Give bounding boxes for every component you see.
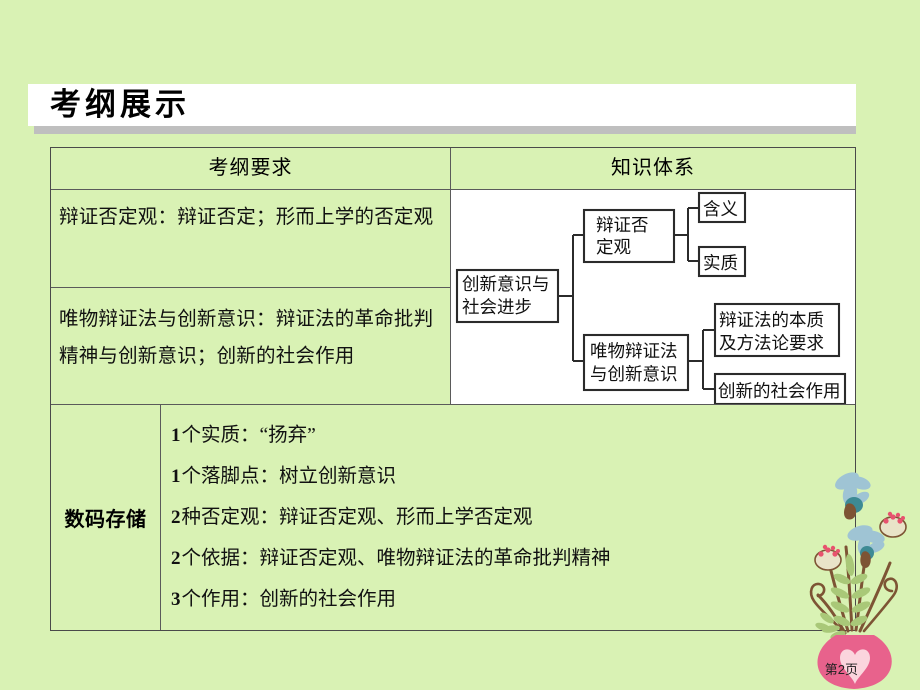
storage-item-number: 1 — [171, 466, 181, 487]
syllabus-table: 考纲要求 知识体系 辩证否定观：辩证否定；形而上学的否定观 唯物辩证法与创新意识… — [50, 147, 856, 631]
storage-list: 1个实质：“扬弃” 1个落脚点：树立创新意识 2种否定观：辩证否定观、形而上学否… — [161, 405, 855, 630]
storage-label-cell: 数码存储 — [51, 405, 161, 630]
requirements-column: 辩证否定观：辩证否定；形而上学的否定观 唯物辩证法与创新意识：辩证法的革命批判精… — [51, 190, 451, 404]
diagram-node-materialist-dialectics: 唯物辩证法 与创新意识 — [582, 333, 690, 392]
storage-item-number: 3 — [171, 589, 181, 610]
requirement-text-2: 唯物辩证法与创新意识：辩证法的革命批判精神与创新意识；创新的社会作用 — [59, 309, 434, 367]
storage-item-text: 个落脚点：树立创新意识 — [181, 466, 397, 487]
table-row: 唯物辩证法与创新意识：辩证法的革命批判精神与创新意识；创新的社会作用 — [51, 288, 450, 404]
title-shadow-bar — [34, 126, 856, 134]
storage-item-number: 2 — [171, 507, 181, 528]
pink-flower-right — [879, 511, 907, 538]
knowledge-system-diagram: 创新意识与 社会进步 辩证否 定观 含义 实质 — [455, 191, 847, 404]
list-item: 3个作用：创新的社会作用 — [171, 579, 855, 620]
diagram-node-root: 创新意识与 社会进步 — [455, 268, 560, 324]
diagram-root-line1: 创新意识与 — [462, 274, 550, 294]
list-item: 2个依据：辩证否定观、唯物辩证法的革命批判精神 — [171, 538, 855, 579]
diagram-node-dialectics-nature: 辩证法的本质 及方法论要求 — [713, 302, 841, 358]
list-item: 2种否定观：辩证否定观、形而上学否定观 — [171, 497, 855, 538]
table-header-row: 考纲要求 知识体系 — [51, 148, 855, 190]
storage-row: 数码存储 1个实质：“扬弃” 1个落脚点：树立创新意识 2种否定观：辩证否定观、… — [51, 405, 855, 630]
storage-item-number: 2 — [171, 548, 181, 569]
storage-item-text: 种否定观：辩证否定观、形而上学否定观 — [181, 507, 533, 528]
table-body-region: 辩证否定观：辩证否定；形而上学的否定观 唯物辩证法与创新意识：辩证法的革命批判精… — [51, 190, 855, 405]
diagram-branch2-line1: 唯物辩证法 — [590, 341, 678, 361]
list-item: 1个落脚点：树立创新意识 — [171, 456, 855, 497]
storage-item-text: 个作用：创新的社会作用 — [181, 589, 397, 610]
storage-item-number: 1 — [171, 425, 181, 446]
blue-flower-mid-calyx — [860, 551, 871, 568]
column-header-requirements: 考纲要求 — [51, 148, 451, 189]
page-number: 第2页 — [824, 662, 858, 677]
diagram-branch1-line1: 辩证否 — [596, 215, 649, 235]
requirement-text-1: 辩证否定观：辩证否定；形而上学的否定观 — [59, 207, 434, 228]
diagram-node-social-function: 创新的社会作用 — [713, 372, 847, 404]
diagram-leaf-essence-label: 实质 — [703, 253, 738, 273]
diagram-root-line2: 社会进步 — [462, 297, 532, 317]
diagram-node-dialectic-negation: 辩证否 定观 — [582, 208, 676, 264]
diagram-leaf-nature-line2: 及方法论要求 — [719, 333, 824, 353]
storage-item-text: 个实质：“扬弃” — [181, 425, 316, 446]
table-row: 辩证否定观：辩证否定；形而上学的否定观 — [51, 190, 450, 288]
storage-item-text: 个依据：辩证否定观、唯物辩证法的革命批判精神 — [181, 548, 611, 569]
storage-label: 数码存储 — [64, 509, 147, 531]
curl-right — [862, 577, 898, 633]
diagram-node-essence: 实质 — [697, 245, 747, 278]
stem-4 — [858, 561, 892, 633]
diagram-branch2-line2: 与创新意识 — [590, 364, 678, 384]
stem-2 — [854, 565, 866, 632]
diagram-leaf-meaning-label: 含义 — [703, 199, 738, 219]
page-title: 考纲展示 — [50, 87, 190, 122]
column-header-knowledge-system: 知识体系 — [611, 157, 695, 179]
diagram-node-meaning: 含义 — [697, 191, 747, 224]
diagram-leaf-nature-line1: 辩证法的本质 — [719, 310, 824, 330]
knowledge-diagram-cell: 创新意识与 社会进步 辩证否 定观 含义 实质 — [451, 190, 855, 404]
diagram-leaf-social-function-label: 创新的社会作用 — [718, 381, 841, 401]
blue-flower-mid-center — [860, 546, 874, 560]
title-banner: 考纲展示 — [28, 84, 856, 126]
list-item: 1个实质：“扬弃” — [171, 415, 855, 456]
diagram-branch1-line2: 定观 — [596, 237, 631, 257]
